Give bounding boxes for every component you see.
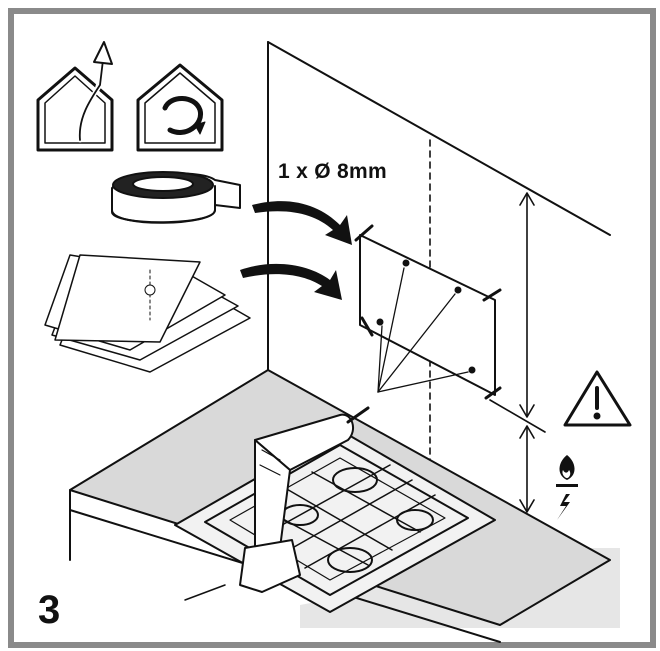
house-duct-out-icon xyxy=(36,41,114,152)
tape-roll xyxy=(111,171,241,224)
step-number: 3 xyxy=(38,588,61,632)
paper-templates xyxy=(44,254,251,373)
burner xyxy=(332,467,378,493)
dimension-arrows xyxy=(489,192,546,513)
pointer-arrows xyxy=(240,201,352,300)
drill xyxy=(239,406,370,593)
burner xyxy=(396,509,434,531)
house-recirculation-icon xyxy=(136,63,224,152)
warning-triangle-icon xyxy=(563,370,632,427)
lightning-icon xyxy=(557,494,570,520)
drill-spec-label: 1 x Ø 8mm xyxy=(278,160,387,183)
gas-flame-icon xyxy=(556,455,578,487)
mounting-template xyxy=(354,224,502,400)
burner xyxy=(327,547,373,573)
